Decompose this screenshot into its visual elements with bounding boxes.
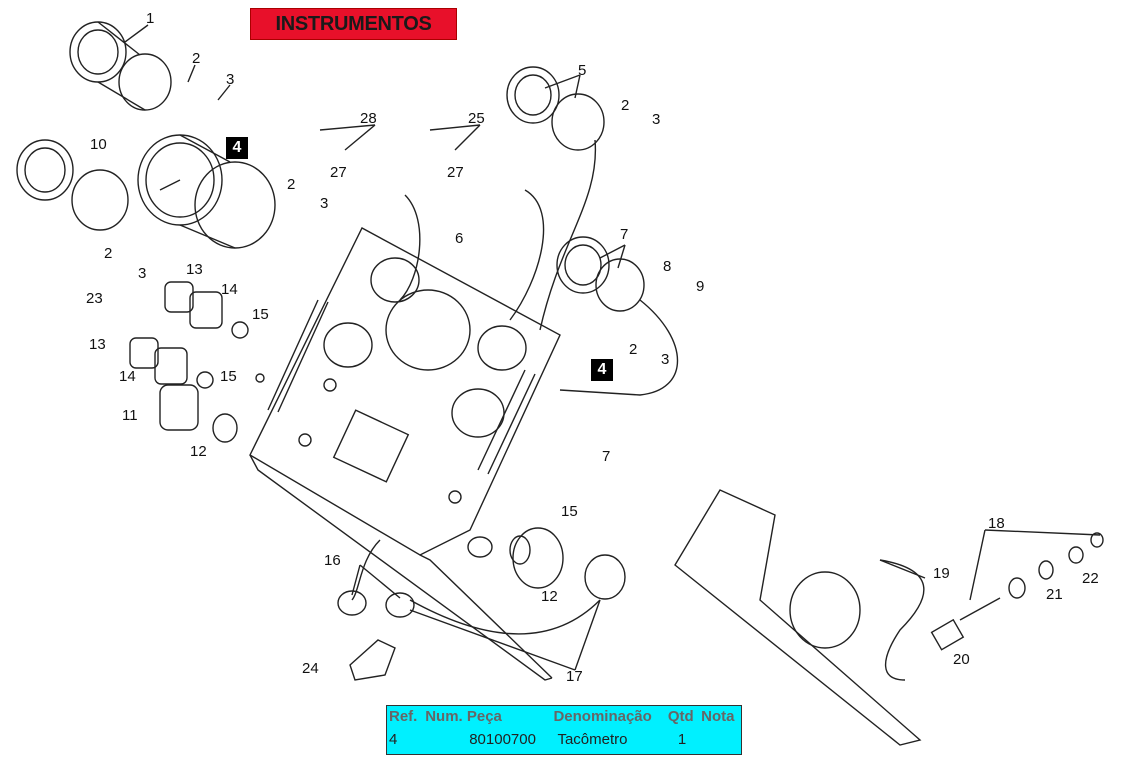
label-1: 1 [146, 10, 155, 27]
callout-tachometer-right: 4 [591, 359, 613, 381]
label-6: 6 [455, 230, 464, 247]
label-28: 28 [360, 110, 377, 127]
label-22: 22 [1082, 570, 1099, 587]
switch-13-lower [129, 337, 159, 369]
label-3: 3 [652, 111, 661, 128]
panel-hole-right [477, 325, 527, 371]
cell-note [699, 725, 741, 755]
ignition-switch-12 [509, 527, 564, 589]
tachometer-4 [137, 134, 276, 249]
label-2: 2 [192, 50, 201, 67]
header-part-number: Num. Peça [425, 708, 502, 725]
header-description: Denominação [553, 708, 652, 725]
label-20: 20 [953, 651, 970, 668]
label-12: 12 [190, 443, 207, 460]
gauge-1 [69, 21, 172, 111]
label-21: 21 [1046, 586, 1063, 603]
label-3: 3 [320, 195, 329, 212]
gauge-7 [556, 236, 645, 312]
label-3: 3 [661, 351, 670, 368]
cell-description: Tacômetro [557, 731, 628, 748]
cell-part-number: 80100700 [469, 731, 536, 748]
panel-flange [249, 454, 553, 681]
key-24 [349, 639, 396, 681]
label-2: 2 [629, 341, 638, 358]
label-15: 15 [252, 306, 269, 323]
label-13: 13 [89, 336, 106, 353]
label-24: 24 [302, 660, 319, 677]
parts-table-header: Ref. Num. Peça Denominação Qtd Nota [387, 706, 742, 725]
cell-ref: 4 [389, 731, 398, 748]
gauge-5 [506, 66, 605, 151]
header-note: Nota [701, 708, 735, 725]
switch-14-upper [189, 291, 223, 329]
label-3: 3 [138, 265, 147, 282]
label-25: 25 [468, 110, 485, 127]
label-2: 2 [287, 176, 296, 193]
panel-slot-window [332, 409, 410, 483]
diagram-title-box: INSTRUMENTOS [250, 8, 457, 40]
switch-11 [159, 384, 199, 431]
label-2: 2 [621, 97, 630, 114]
gauge-10 [16, 139, 129, 231]
label-27: 27 [447, 164, 464, 181]
cell-qty: 1 [677, 731, 687, 748]
label-12: 12 [541, 588, 558, 605]
label-7: 7 [602, 448, 611, 465]
label-14: 14 [119, 368, 136, 385]
label-15: 15 [561, 503, 578, 520]
label-17: 17 [566, 668, 583, 685]
label-5: 5 [578, 62, 587, 79]
instrument-panel-plate [249, 227, 561, 556]
label-23: 23 [86, 290, 103, 307]
header-qty: Qtd [667, 708, 694, 725]
label-18: 18 [988, 515, 1005, 532]
panel-hole-large [385, 289, 471, 371]
pickup-bracket [674, 489, 1104, 746]
panel-hole-lower-right [451, 388, 505, 438]
label-7: 7 [620, 226, 629, 243]
switch-13-upper [164, 281, 194, 313]
header-ref: Ref. [389, 708, 418, 725]
label-13: 13 [186, 261, 203, 278]
label-9: 9 [696, 278, 705, 295]
connector-17 [584, 554, 626, 600]
diagram-title: INSTRUMENTOS [275, 13, 432, 35]
label-8: 8 [663, 258, 672, 275]
label-10: 10 [90, 136, 107, 153]
callout-tachometer-upper: 4 [226, 137, 248, 159]
parts-table: Ref. Num. Peça Denominação Qtd Nota 4 80… [386, 705, 742, 755]
panel-hole-left [323, 322, 373, 368]
label-3: 3 [226, 71, 235, 88]
panel-hole-upper [370, 257, 420, 303]
label-14: 14 [221, 281, 238, 298]
label-2: 2 [104, 245, 113, 262]
table-row: 4 80100700 Tacômetro 1 [387, 725, 742, 755]
label-19: 19 [933, 565, 950, 582]
label-16: 16 [324, 552, 341, 569]
label-15: 15 [220, 368, 237, 385]
switch-14-lower [154, 347, 188, 385]
label-11: 11 [122, 407, 138, 424]
label-27: 27 [330, 164, 347, 181]
